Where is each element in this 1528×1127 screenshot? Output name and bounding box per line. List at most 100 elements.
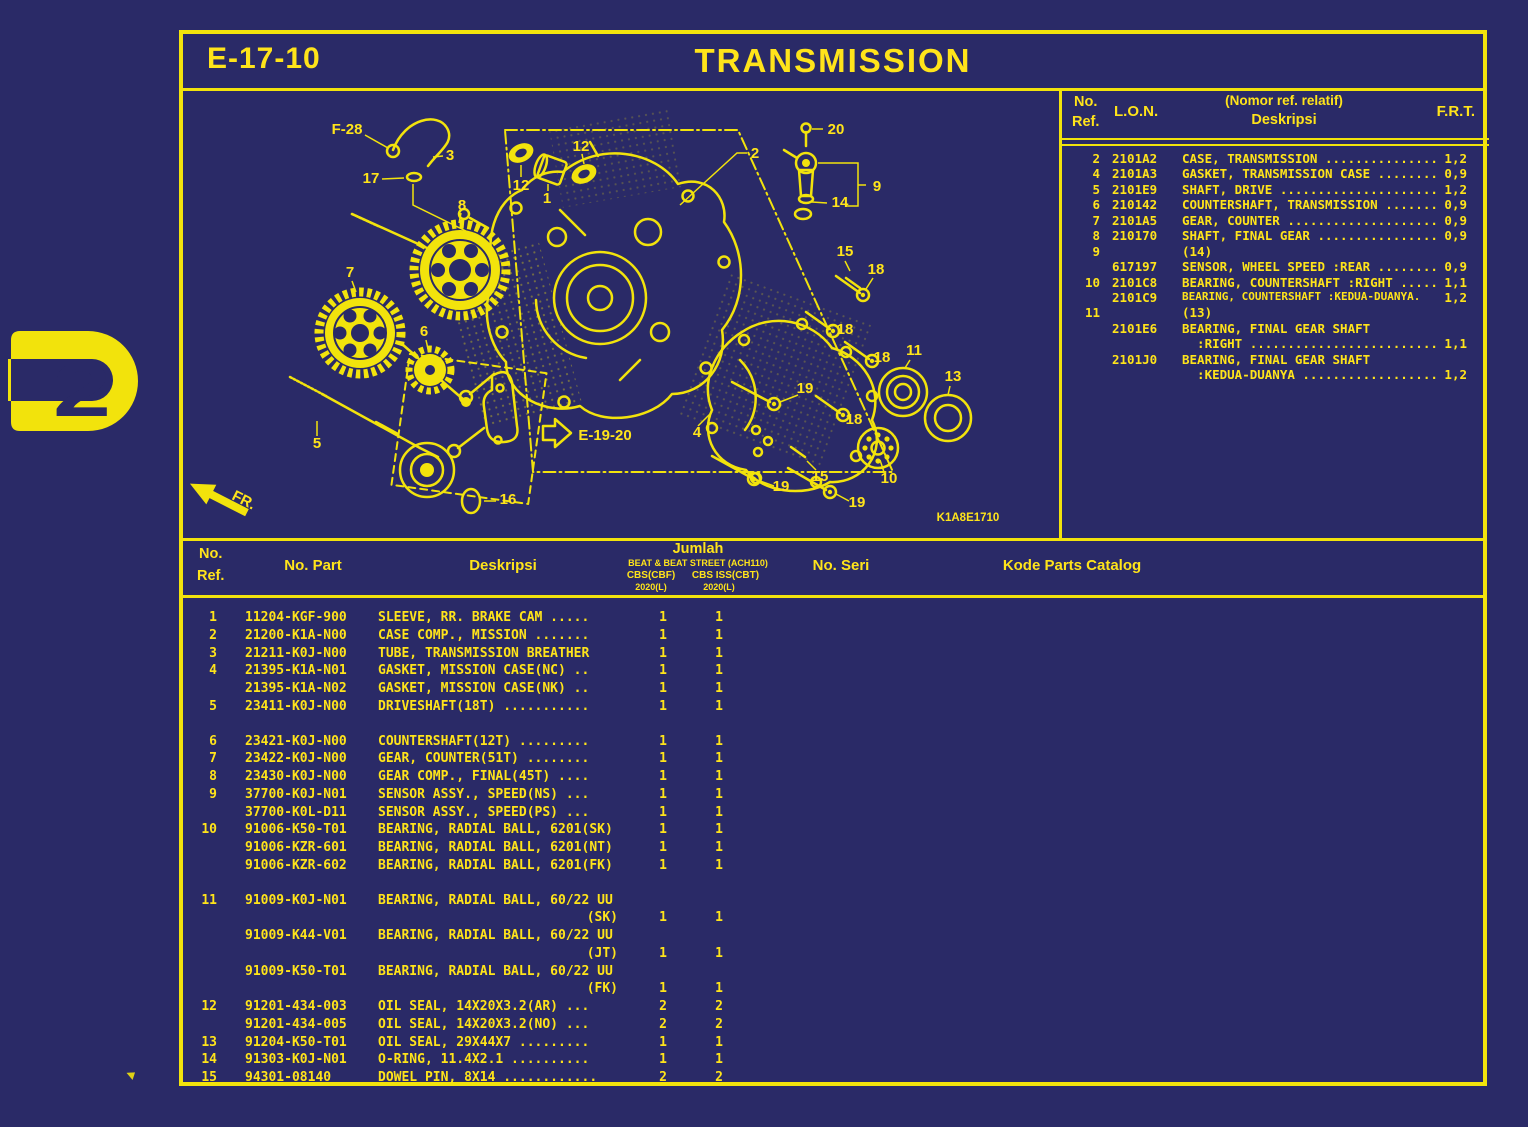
diagram-callout: 19 xyxy=(773,478,790,495)
lon-cell-ref: 4 xyxy=(1092,166,1100,182)
lon-row: :RIGHT .........................1,1 xyxy=(1062,336,1489,351)
lon-cell-desc: SENSOR, WHEEL SPEED :REAR ........ xyxy=(1182,259,1438,275)
parts-header-variant-2: CBS ISS(CBT) xyxy=(691,570,760,581)
lon-header-rule xyxy=(1062,138,1489,146)
lon-cell-desc: (14) xyxy=(1182,243,1213,259)
parts-cell-desc: OIL SEAL, 14X20X3.2(NO) ... xyxy=(378,1016,590,1032)
parts-cell-part: 91201-434-005 xyxy=(245,1016,347,1032)
parts-cell-qty-2: 1 xyxy=(715,645,723,661)
parts-cell-desc: BEARING, RADIAL BALL, 6201(NT) xyxy=(378,840,613,855)
parts-header-model: BEAT & BEAT STREET (ACH110) xyxy=(628,558,768,568)
lon-cell-desc: BEARING, COUNTERSHAFT :KEDUA-DUANYA. xyxy=(1182,289,1421,303)
parts-cell-desc: BEARING, RADIAL BALL, 60/22 UU xyxy=(378,928,613,943)
parts-cell-part: 23411-K0J-N00 xyxy=(245,698,347,714)
header-divider xyxy=(183,88,1483,91)
diagram-callout-link[interactable]: F-28 xyxy=(332,121,363,138)
parts-cell-part: 91006-KZR-602 xyxy=(245,857,347,873)
parts-cell-desc-cont: (FK) xyxy=(586,981,618,997)
diagram-callout: 6 xyxy=(420,323,428,340)
parts-cell-qty-2: 1 xyxy=(715,1034,723,1050)
assembly-outline-boxes xyxy=(390,129,894,505)
cross-reference-arrow[interactable]: E-19-20 xyxy=(541,417,632,449)
diagram-callout: 8 xyxy=(458,197,466,214)
lon-row: 9 (14) xyxy=(1062,244,1489,259)
seals-sleeve-drawing xyxy=(508,143,597,186)
lon-cell-frt: 0,9 xyxy=(1444,228,1467,244)
lon-cell-desc: BEARING, COUNTERSHAFT :RIGHT ..... xyxy=(1182,274,1438,290)
parts-cell-qty-1: 1 xyxy=(659,610,667,625)
lon-cell-frt: 1,1 xyxy=(1444,274,1467,290)
lon-cell-ref: 2 xyxy=(1092,151,1100,166)
diagram-callout: 13 xyxy=(945,368,962,385)
front-direction-arrow: FR. xyxy=(189,483,258,517)
parts-cell-desc: BEARING, RADIAL BALL, 60/22 UU xyxy=(378,963,613,979)
lon-cell-ref: 7 xyxy=(1092,212,1100,228)
parts-cell-part: 21395-K1A-N02 xyxy=(245,681,347,696)
page-frame xyxy=(179,30,1487,1086)
parts-cell-qty-2: 1 xyxy=(715,840,723,855)
lon-cell-frt: 0,9 xyxy=(1444,259,1467,275)
parts-table-header: No. Ref. No. Part Deskripsi Jumlah BEAT … xyxy=(183,538,1483,598)
parts-cell-qty-1: 1 xyxy=(659,751,667,767)
parts-cell-ref: 3 xyxy=(209,645,217,661)
cursor-mark xyxy=(124,1069,136,1081)
lon-cell-frt: 1,2 xyxy=(1444,289,1467,305)
lon-cell-frt: 1,2 xyxy=(1444,151,1467,166)
parts-cell-desc: BEARING, RADIAL BALL, 60/22 UU xyxy=(378,892,613,908)
diagram-callout: 2 xyxy=(751,145,759,162)
lon-header-lon: L.O.N. xyxy=(1114,103,1159,120)
lon-header-desc: Deskripsi xyxy=(1251,112,1317,128)
parts-cell-ref: 14 xyxy=(201,1052,217,1068)
parts-cell-qty-1: 2 xyxy=(659,1070,667,1085)
lon-cell-lon: 2101J0 xyxy=(1112,351,1158,367)
lon-cell-frt: 1,2 xyxy=(1444,367,1467,383)
parts-cell-part: 21211-K0J-N00 xyxy=(245,645,347,661)
parts-cell-part: 94301-08140 xyxy=(245,1070,332,1085)
chapter-number: 2 xyxy=(53,348,111,433)
chapter-tab-badge[interactable]: 2 xyxy=(8,328,158,434)
diagram-callout: 18 xyxy=(868,261,885,278)
cross-reference-label[interactable]: E-19-20 xyxy=(578,427,631,444)
parts-cell-ref: 5 xyxy=(209,698,217,714)
parts-cell-part: 23422-K0J-N00 xyxy=(245,751,347,767)
page-title: TRANSMISSION xyxy=(694,42,972,79)
parts-cell-qty-2: 1 xyxy=(715,681,723,696)
parts-cell-desc: GASKET, MISSION CASE(NK) .. xyxy=(378,681,590,696)
lon-cell-lon: 617197 xyxy=(1112,259,1158,275)
parts-header-year-2: 2020(L) xyxy=(703,582,735,592)
parts-cell-qty-1: 2 xyxy=(659,1016,667,1032)
lon-cell-desc: BEARING, FINAL GEAR SHAFT xyxy=(1182,351,1371,367)
parts-cell-part: 23421-K0J-N00 xyxy=(245,733,347,749)
diagram-callout: 16 xyxy=(500,491,517,508)
parts-row: 21395-K1A-N02 GASKET, MISSION CASE(NK) ..… xyxy=(183,681,1483,699)
parts-cell-ref: 9 xyxy=(209,786,217,802)
lon-cell-ref: 9 xyxy=(1092,243,1100,259)
parts-cell-ref: 2 xyxy=(209,627,217,643)
parts-header-variant-1: CBS(CBF) xyxy=(626,570,676,581)
parts-cell-qty-1: 1 xyxy=(659,769,667,784)
parts-cell-part: 91201-434-003 xyxy=(245,999,347,1014)
lon-cell-desc: COUNTERSHAFT, TRANSMISSION ....... xyxy=(1182,197,1438,213)
parts-cell-part: 91303-K0J-N01 xyxy=(245,1052,347,1068)
parts-cell-ref: 15 xyxy=(201,1070,217,1085)
parts-cell-part: 91009-K0J-N01 xyxy=(245,892,347,908)
parts-header-no: No. xyxy=(199,546,223,562)
parts-row: 91201-434-005 OIL SEAL, 14X20X3.2(NO) ...… xyxy=(183,1017,1483,1035)
diagram-callout: 11 xyxy=(906,342,922,359)
parts-cell-desc: GASKET, MISSION CASE(NC) .. xyxy=(378,663,590,679)
parts-cell-qty-1: 1 xyxy=(659,698,667,714)
parts-cell-qty-1: 1 xyxy=(659,840,667,855)
lon-header-desc-sub: (Nomor ref. relatif) xyxy=(1225,93,1343,108)
parts-cell-part: 21200-K1A-N00 xyxy=(245,627,347,643)
lon-cell-desc: SHAFT, DRIVE ..................... xyxy=(1182,181,1438,197)
breather-tube-drawing xyxy=(385,118,471,234)
